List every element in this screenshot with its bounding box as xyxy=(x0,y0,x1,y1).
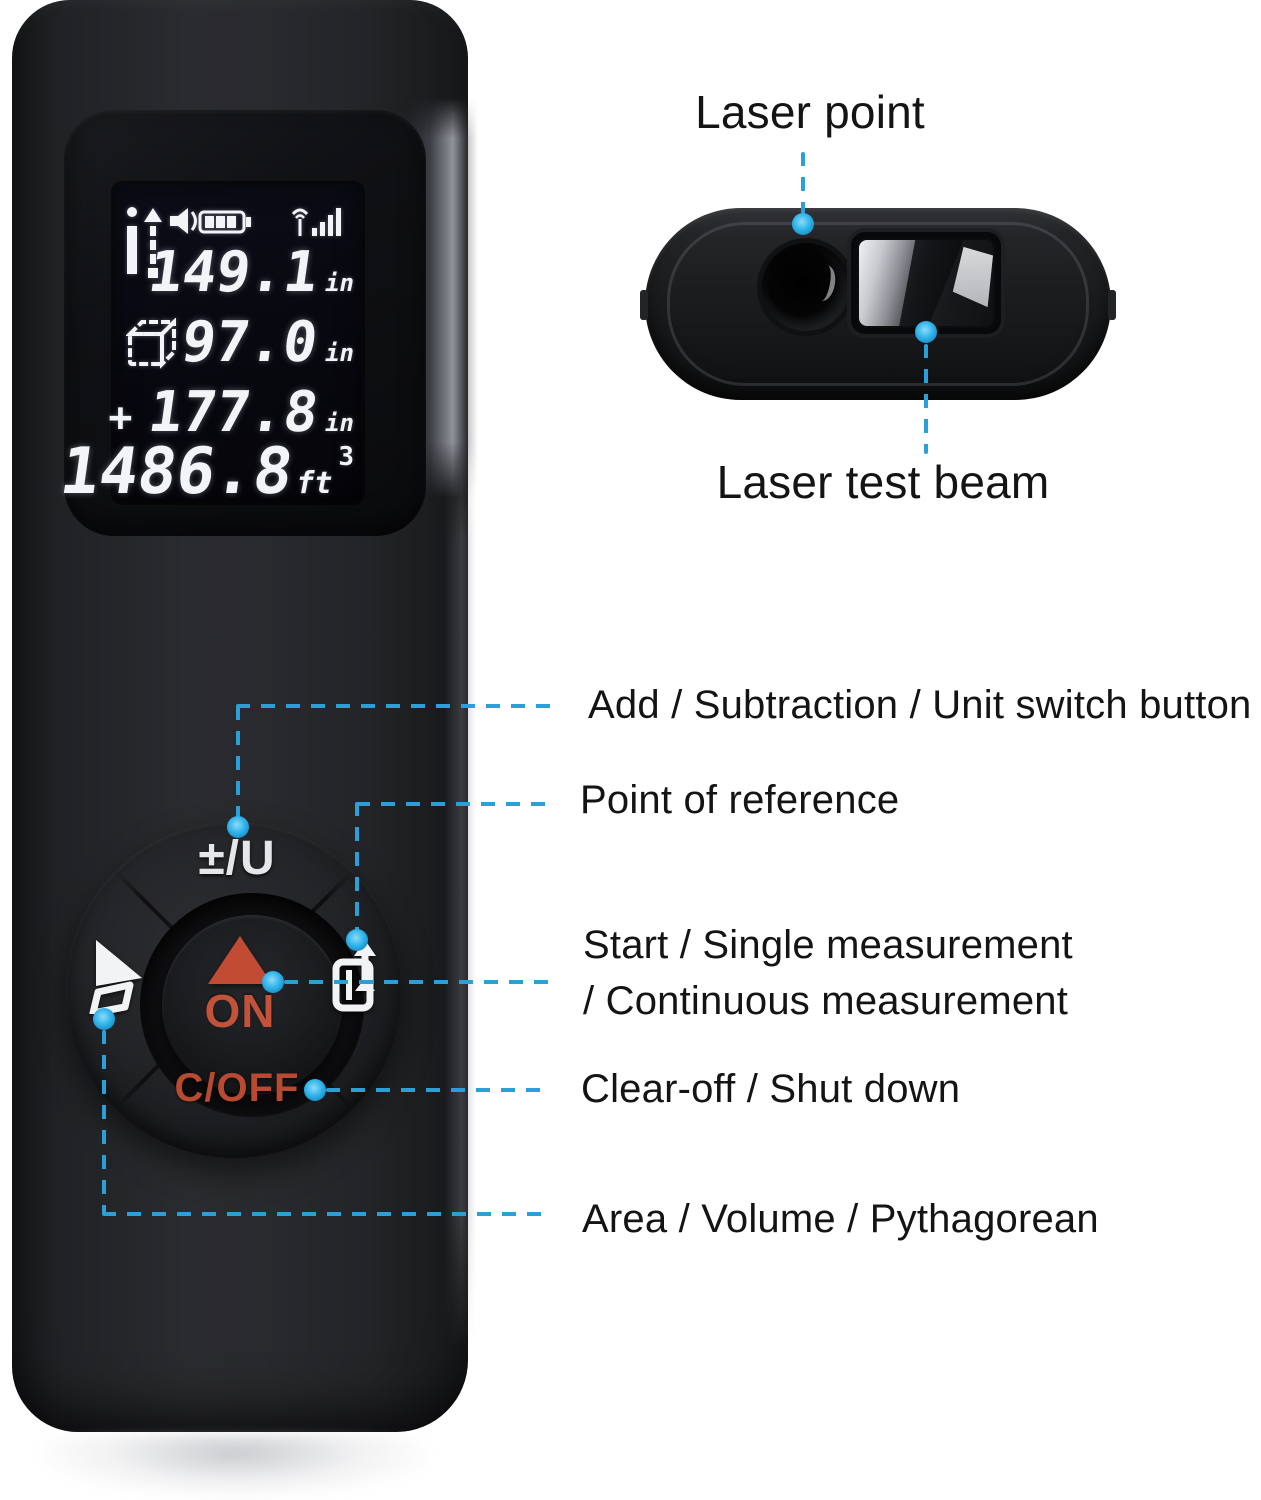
clear-off-button: C/OFF xyxy=(174,1066,300,1110)
label-clear-off: Clear-off / Shut down xyxy=(581,1067,961,1111)
measurement-total-value: 1486.8 xyxy=(55,435,298,509)
callout-dot-area xyxy=(93,1008,115,1030)
leader-line-add-vertical xyxy=(236,706,240,818)
side-nub-right xyxy=(1108,290,1116,320)
leader-line-area-vertical xyxy=(102,1030,106,1214)
on-button-label: ON xyxy=(204,985,276,1037)
callout-dot-reference xyxy=(346,929,368,951)
leader-line-start xyxy=(284,980,550,984)
callout-dot-add xyxy=(227,816,249,838)
cubic-exponent: 3 xyxy=(338,442,354,472)
leader-line-reference-vertical xyxy=(355,802,359,930)
body-edge-highlight-lower xyxy=(444,430,476,1350)
speaker-battery-icon xyxy=(170,208,251,234)
device-top-view xyxy=(640,208,1116,400)
up-triangle-icon xyxy=(208,936,272,984)
laser-test-beam-lens xyxy=(851,232,1001,334)
leader-line-reference-horizontal xyxy=(356,802,552,806)
label-area-volume: Area / Volume / Pythagorean xyxy=(582,1197,1099,1241)
lens-glint xyxy=(811,263,838,303)
reference-point-icon xyxy=(332,940,376,1012)
signal-strength-icon xyxy=(291,208,341,236)
lcd-row-2: 97.0 in xyxy=(114,310,354,376)
measurement-value: 149.1 xyxy=(144,240,322,305)
lcd-row-1: 149.1 in xyxy=(114,240,354,306)
measurement-unit: in xyxy=(325,409,354,437)
side-nub-left xyxy=(640,290,648,320)
callout-dot-clear-off xyxy=(304,1079,326,1101)
label-laser-test-beam: Laser test beam xyxy=(716,456,1050,508)
measurement-total-unit: ft xyxy=(296,466,333,501)
label-start-line1: Start / Single measurement xyxy=(583,923,1073,967)
unit-switch-button: ±/U xyxy=(198,832,276,885)
lcd-row-3: + 177.8 in xyxy=(108,380,354,446)
floor-reflection xyxy=(40,1434,430,1498)
top-view-outline xyxy=(667,222,1089,386)
leader-line-laser-test-beam xyxy=(924,344,928,454)
laser-point-aperture xyxy=(762,243,850,331)
lens-glass xyxy=(859,240,993,326)
label-add-subtraction: Add / Subtraction / Unit switch button xyxy=(588,683,1252,727)
measurement-value: 97.0 xyxy=(177,310,322,375)
measure-reference-icon xyxy=(127,207,162,278)
callout-dot-start xyxy=(262,971,284,993)
lcd-row-total: 1486.8 ft 3 xyxy=(56,435,354,509)
leader-line-area-horizontal xyxy=(102,1212,550,1216)
leader-line-laser-point xyxy=(801,152,805,214)
callout-dot-laser-point xyxy=(792,213,814,235)
label-start-measurement: Start / Single measurement / Continuous … xyxy=(583,917,1073,1029)
area-volume-pythagorean-icon xyxy=(89,940,142,1014)
label-point-of-reference: Point of reference xyxy=(580,778,900,822)
callout-dot-laser-test-beam xyxy=(915,321,937,343)
cube-icon xyxy=(126,318,176,369)
measurement-unit: in xyxy=(325,339,354,367)
plus-sign: + xyxy=(108,395,133,441)
label-start-line2: / Continuous measurement xyxy=(583,979,1069,1023)
leader-line-clear-off xyxy=(326,1088,550,1092)
label-laser-point: Laser point xyxy=(695,86,925,138)
leader-line-add-horizontal xyxy=(236,704,552,708)
measurement-unit: in xyxy=(325,269,354,297)
lcd-display: 149.1 in 97.0 in + 177.8 in 1486.8 ft 3 xyxy=(56,184,362,509)
